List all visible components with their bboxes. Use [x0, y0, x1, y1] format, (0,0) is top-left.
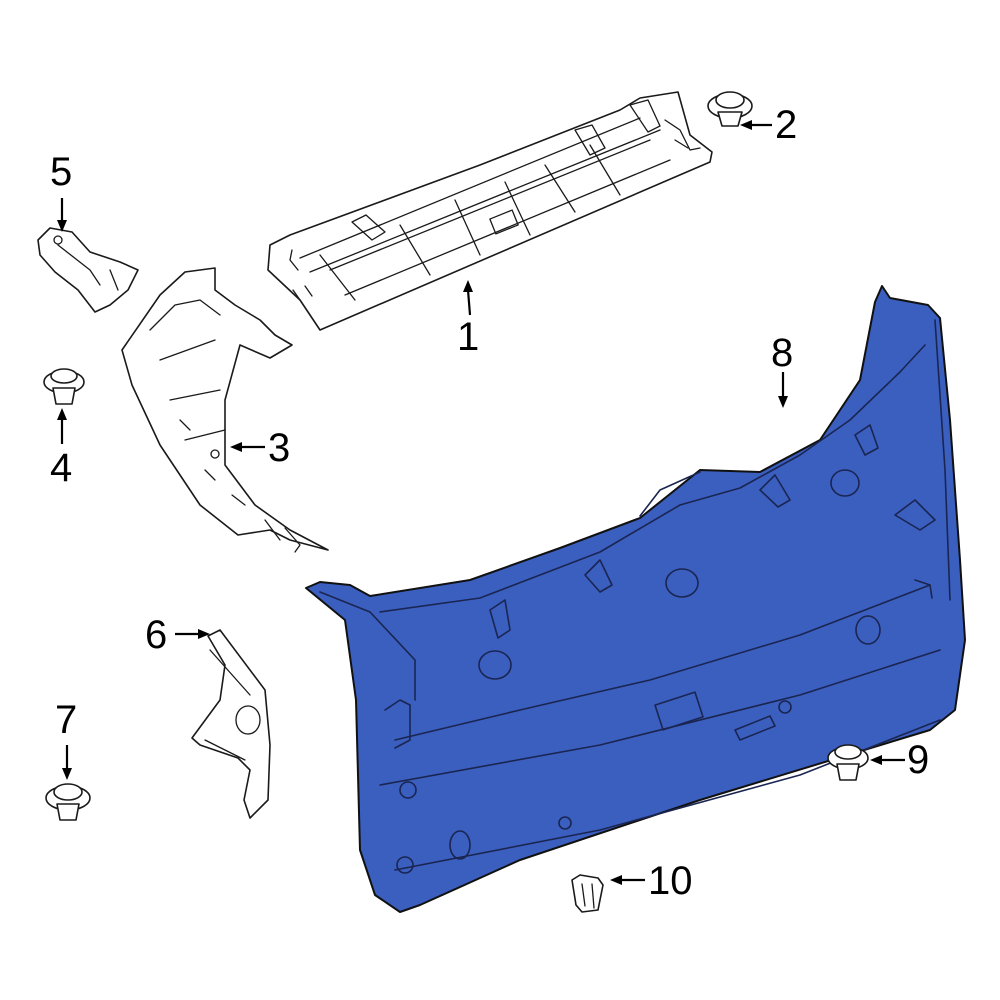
part-4-push-clip	[43, 368, 85, 405]
part-8-liftgate-trim-panel	[305, 285, 966, 913]
part-2-push-clip	[707, 91, 753, 127]
callout-7: 7	[55, 698, 78, 742]
part-10-clip-nut	[571, 874, 604, 913]
part-1-upper-trim-panel	[267, 91, 713, 331]
part-3-side-trim	[121, 267, 329, 553]
callout-6: 6	[145, 613, 168, 657]
part-7-push-clip	[45, 783, 91, 821]
part-6-lower-side-trim	[191, 629, 271, 819]
callout-1: 1	[457, 315, 480, 359]
part-5-bracket	[37, 227, 139, 313]
part-9-push-clip	[827, 744, 869, 781]
callout-9: 9	[907, 738, 930, 782]
callout-5: 5	[50, 150, 73, 194]
callout-10: 10	[648, 859, 693, 903]
callout-4: 4	[50, 446, 73, 490]
callout-8: 8	[771, 331, 794, 375]
callout-2: 2	[775, 103, 798, 147]
leader-arrows	[57, 120, 905, 885]
callout-3: 3	[268, 426, 291, 470]
